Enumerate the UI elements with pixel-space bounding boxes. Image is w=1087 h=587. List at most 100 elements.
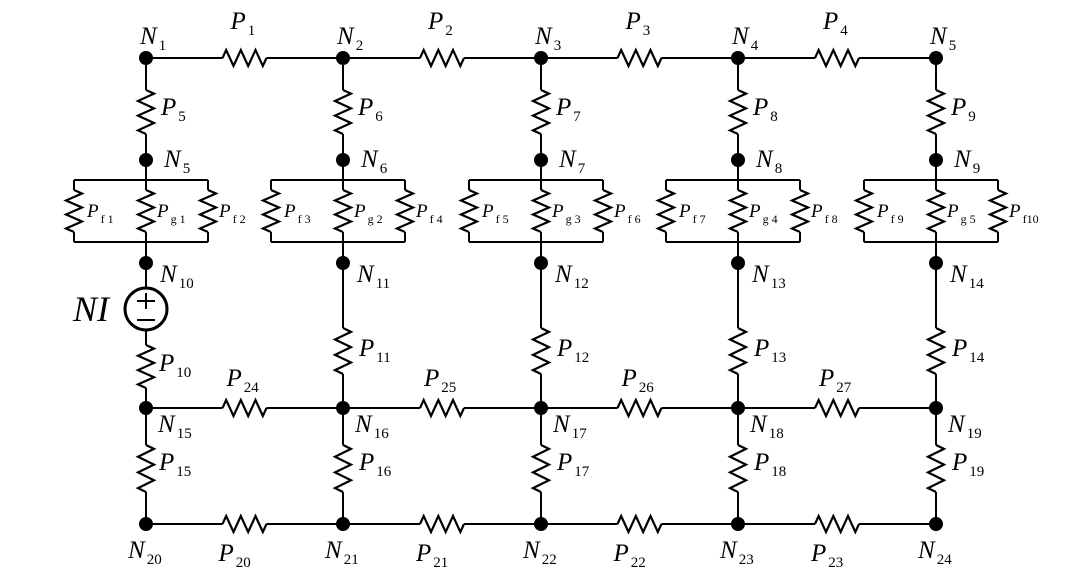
resistor-label-p19-letter: P: [951, 449, 967, 476]
resistor-p19: [925, 444, 947, 493]
node-label-n5-letter: N: [929, 23, 948, 50]
resistor-label-p27-subscript: 27: [836, 380, 852, 396]
resistor-label-p24-letter: P: [226, 365, 242, 392]
label-g4-f-right-letter: P: [810, 201, 823, 222]
resistor-label-p3-letter: P: [625, 8, 641, 35]
node-n18: [731, 401, 745, 415]
label-g3-f-right-letter: P: [613, 201, 626, 222]
node-n22: [534, 517, 548, 531]
node-label-n21-letter: N: [324, 537, 343, 564]
resistor-label-p10-letter: P: [158, 350, 174, 377]
resistor-p4: [814, 47, 860, 69]
node-n11: [336, 256, 350, 270]
wires: [73, 57, 999, 525]
node-n24: [929, 517, 943, 531]
resistor-p16: [332, 444, 354, 493]
node-label-n4-subscript: 4: [751, 38, 759, 54]
resistor-label-p15-letter: P: [158, 449, 174, 476]
node-n7: [534, 153, 548, 167]
resistor-label-p19-subscript: 19: [969, 464, 984, 480]
label-g4-g-subscript: g 4: [763, 212, 778, 226]
resistor-label-p6-letter: P: [357, 94, 373, 121]
node-label-n1-letter: N: [139, 23, 158, 50]
resistor-label-p11-subscript: 11: [376, 350, 390, 366]
resistor-g3-f-left: [458, 188, 480, 234]
label-g1-f-left-subscript: f 1: [101, 212, 114, 226]
node-label-n20-subscript: 20: [147, 552, 162, 568]
resistor-label-p26-subscript: 26: [639, 380, 655, 396]
resistor-p26: [616, 397, 663, 419]
label-g3-f-left-subscript: f 5: [496, 212, 509, 226]
label-g2-f-left-subscript: f 3: [298, 212, 311, 226]
label-g5-f-left-subscript: f 9: [891, 212, 904, 226]
resistor-label-p17-subscript: 17: [574, 464, 590, 480]
label-g5-f-left-letter: P: [876, 201, 889, 222]
resistor-p27: [814, 397, 860, 419]
node-label-n14-letter: N: [949, 261, 968, 288]
resistor-label-p20-letter: P: [218, 540, 234, 567]
resistor-p20: [221, 513, 268, 535]
resistor-label-p5-subscript: 5: [178, 109, 186, 125]
node-label-n18-subscript: 18: [769, 426, 784, 442]
resistor-label-p18-letter: P: [753, 449, 769, 476]
resistor-label-p23-letter: P: [810, 540, 826, 567]
resistor-p8: [727, 89, 749, 135]
resistor-label-p25-letter: P: [423, 365, 439, 392]
node-label-n5b-subscript: 5: [183, 161, 191, 177]
node-n10: [139, 256, 153, 270]
mmf-source-label: NI: [72, 289, 111, 329]
resistor-p2: [419, 47, 465, 69]
node-label-n4-letter: N: [731, 23, 750, 50]
resistor-label-p1-subscript: 1: [248, 23, 256, 39]
resistor-g1-f-left: [63, 188, 85, 234]
label-g5-f-right-subscript: f10: [1023, 212, 1039, 226]
node-n1: [139, 51, 153, 65]
resistor-p18: [727, 444, 749, 493]
resistor-label-p4-letter: P: [822, 8, 838, 35]
resistor-label-p12-letter: P: [556, 335, 572, 362]
node-label-n13-subscript: 13: [771, 276, 786, 292]
resistor-p11: [332, 327, 354, 375]
label-g5-g-subscript: g 5: [961, 212, 976, 226]
node-n15: [139, 401, 153, 415]
resistor-label-p27-letter: P: [818, 365, 834, 392]
node-label-n23-letter: N: [719, 537, 738, 564]
label-g5-g-letter: P: [946, 201, 959, 222]
node-label-n5-subscript: 5: [949, 38, 957, 54]
node-label-n16-letter: N: [354, 411, 373, 438]
label-g3-g-letter: P: [551, 201, 564, 222]
resistor-label-p14-letter: P: [951, 335, 967, 362]
resistor-label-p8-subscript: 8: [770, 109, 778, 125]
label-g2-f-right-subscript: f 4: [430, 212, 443, 226]
resistor-label-p9-letter: P: [950, 94, 966, 121]
node-label-n10-subscript: 10: [179, 276, 194, 292]
resistor-g1-g: [135, 188, 157, 234]
node-label-n21-subscript: 21: [344, 552, 359, 568]
